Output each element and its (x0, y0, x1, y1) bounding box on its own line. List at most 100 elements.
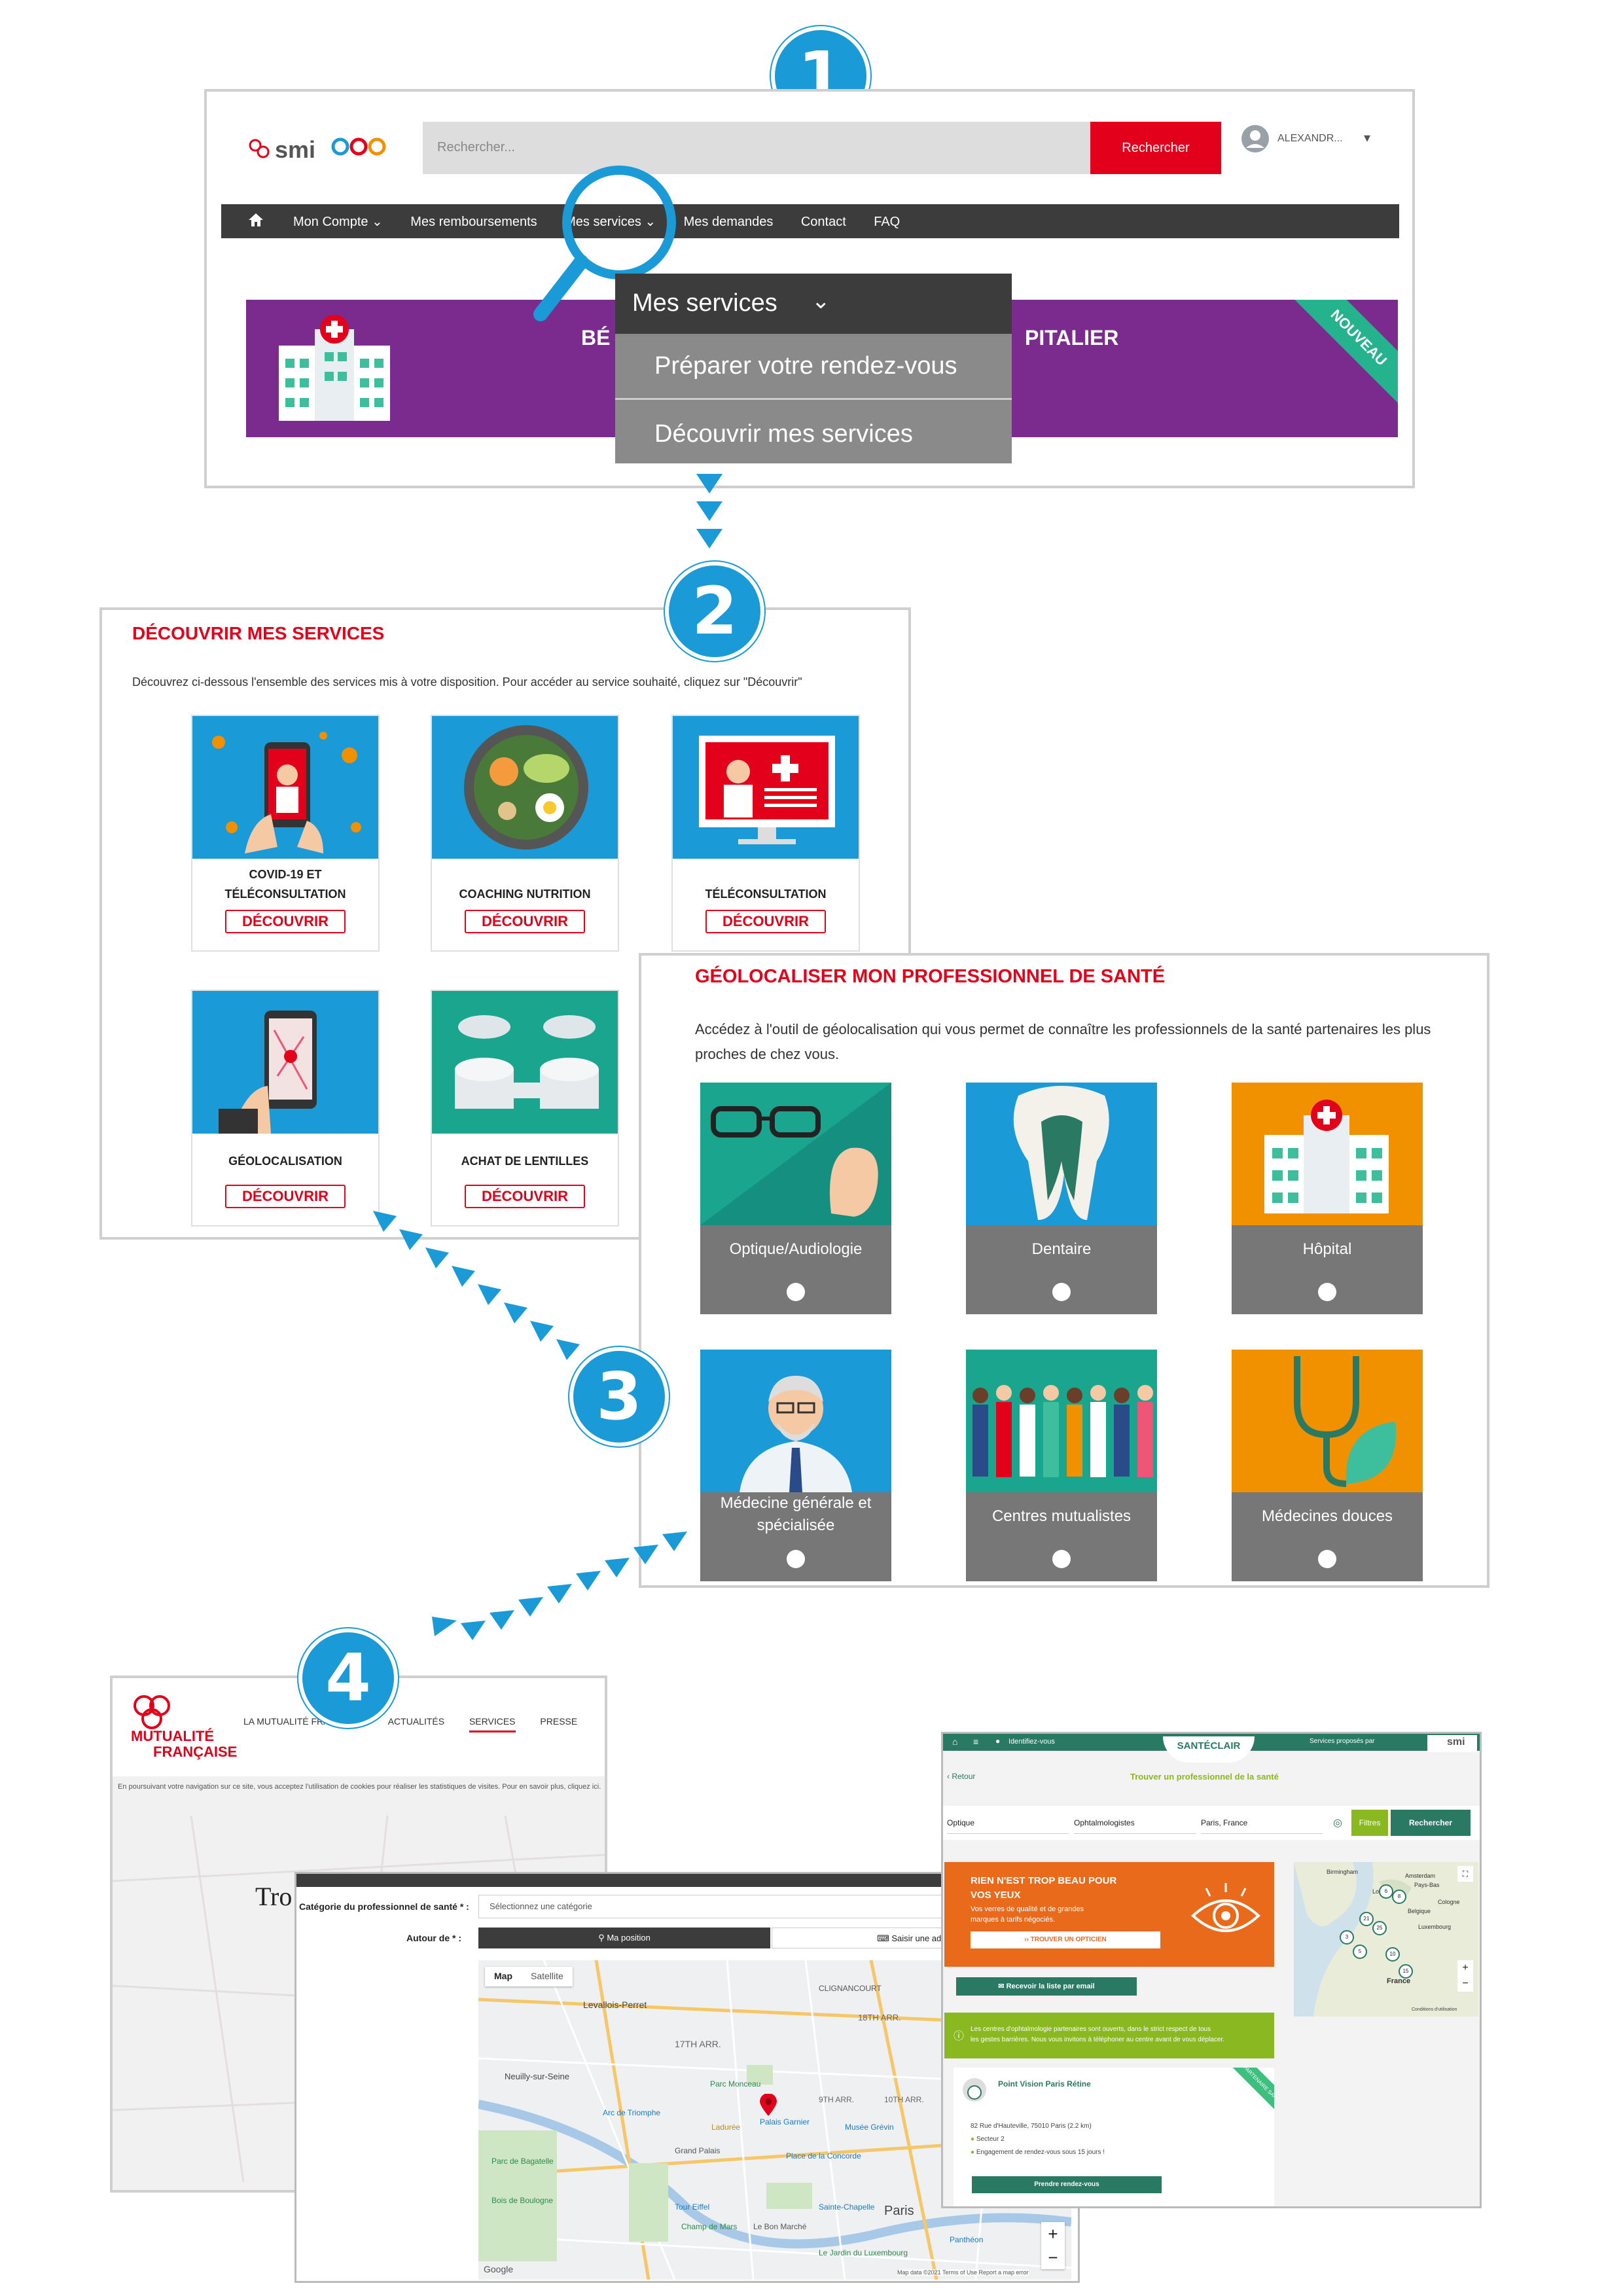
panel-step2-services: DÉCOUVRIR MES SERVICES Découvrez ci-dess… (99, 607, 911, 1240)
optique-image (700, 1083, 891, 1225)
decouvrir-button[interactable]: DÉCOUVRIR (465, 1185, 585, 1208)
decouvrir-button[interactable]: DÉCOUVRIR (465, 910, 585, 933)
map-cluster[interactable]: 10 (1385, 1947, 1400, 1962)
result-card[interactable]: Point Vision Paris Rétine PARTENAIRE SAN… (954, 2068, 1274, 2206)
tile-hopital[interactable]: Hôpital (1232, 1083, 1423, 1314)
result-name[interactable]: Point Vision Paris Rétine (998, 2079, 1091, 2089)
mutualite-logo-icon (134, 1695, 170, 1729)
monitor-doctor-icon (699, 736, 835, 844)
map-pin-icon[interactable] (760, 2094, 777, 2117)
map-label: Paris (884, 2204, 914, 2218)
map-type-toggle: Map Satellite (485, 1967, 573, 1986)
partner-circles-icon (331, 137, 386, 156)
map-cluster[interactable]: 6 (1379, 1884, 1393, 1899)
map-label: Le Jardin du Luxembourg (819, 2248, 908, 2257)
santeclair-logo[interactable]: SANTÉCLAIR (1163, 1736, 1255, 1763)
result-sector: ● Secteur 2 (971, 2136, 1005, 2143)
user-icon: ● (995, 1736, 1001, 1746)
mutualite-logo-text[interactable]: FRANÇAISE (153, 1744, 238, 1760)
zoom-out-button[interactable]: − (1048, 2248, 1058, 2267)
map-cluster[interactable]: 21 (1359, 1912, 1374, 1926)
tile-medecine[interactable]: Médecine générale et spécialisée (700, 1350, 891, 1581)
radio-dot[interactable] (787, 1550, 805, 1568)
dropdown-item-label: Préparer votre rendez-vous (654, 352, 957, 380)
doctor-icon (740, 1376, 852, 1492)
nav-contact[interactable]: Contact (800, 215, 846, 229)
tile-optique[interactable]: Optique/Audiologie (700, 1083, 891, 1314)
hopital-image (1232, 1083, 1423, 1225)
zoom-in-button[interactable]: + (1048, 2224, 1058, 2244)
satellite-tab[interactable]: Satellite (531, 1971, 563, 1981)
smi-logo[interactable]: smi (247, 131, 326, 170)
radio-dot[interactable] (1318, 1283, 1336, 1301)
email-list-button[interactable]: ✉ Recevoir la liste par email (956, 1977, 1137, 1996)
filters-button[interactable]: Filtres (1351, 1810, 1388, 1836)
login-link[interactable]: Identifiez-vous (1008, 1738, 1055, 1746)
decouvrir-button[interactable]: DÉCOUVRIR (225, 910, 346, 933)
radio-dot[interactable] (1318, 1550, 1336, 1568)
nav-presse[interactable]: PRESSE (540, 1716, 578, 1727)
decouvrir-button[interactable]: DÉCOUVRIR (705, 910, 826, 933)
promo-title: VOS YEUX (971, 1890, 1021, 1901)
section-title: DÉCOUVRIR MES SERVICES (132, 623, 385, 643)
dropdown-item-decouvrir[interactable]: Découvrir mes services (615, 402, 1012, 463)
zoom-out-button[interactable]: − (1462, 1978, 1469, 1989)
smi-logo[interactable]: smi (1427, 1735, 1477, 1752)
map-label: Champ de Mars (681, 2222, 738, 2231)
mutualite-logo-text[interactable]: MUTUALITÉ (131, 1728, 215, 1744)
nav-faq[interactable]: FAQ (874, 215, 901, 229)
radio-dot[interactable] (1052, 1283, 1071, 1301)
map-cluster[interactable]: 15 (1399, 1964, 1413, 1979)
field-optique[interactable]: Optique (947, 1812, 1069, 1834)
fullscreen-icon[interactable]: ⛶ (1457, 1866, 1473, 1882)
back-link[interactable]: ‹ Retour (947, 1772, 976, 1781)
map-cluster[interactable]: 25 (1372, 1921, 1387, 1935)
arrow-icon (373, 1211, 580, 1360)
nav-actualites[interactable]: ACTUALITÉS (387, 1716, 445, 1727)
field-location[interactable]: Paris, France (1201, 1812, 1323, 1834)
radio-dot[interactable] (787, 1283, 805, 1301)
menu-icon[interactable]: ≡ (973, 1736, 979, 1747)
nav-mon-compte[interactable]: Mon Compte ⌄ (293, 215, 383, 229)
zoom-in-button[interactable]: + (1462, 1962, 1469, 1973)
user-menu[interactable]: ALEXANDR... ▾ (1241, 124, 1385, 157)
map-label: Cologne (1438, 1899, 1460, 1905)
section-title: GÉOLOCALISER MON PROFESSIONNEL DE SANTÉ (695, 966, 1166, 987)
map-label: 18TH ARR. (858, 2013, 901, 2022)
map-label: Musée Grévin (845, 2123, 894, 2132)
book-appointment-button[interactable]: Prendre rendez-vous (972, 2176, 1162, 2193)
nav-mes-services[interactable]: Mes services ⌄ (565, 215, 656, 229)
locate-icon[interactable]: ◎ (1333, 1818, 1342, 1829)
nav-mes-demandes[interactable]: Mes demandes (683, 215, 774, 229)
card-title-line: TÉLÉCONSULTATION (224, 888, 346, 901)
dropdown-header[interactable]: Mes services ⌄ (615, 274, 848, 334)
arrow-icon (432, 1532, 687, 1640)
search-button[interactable]: Rechercher (1391, 1810, 1471, 1836)
field-ophtalmologistes[interactable]: Ophtalmologistes (1074, 1812, 1196, 1834)
radio-dot[interactable] (1052, 1550, 1071, 1568)
nav-mes-remboursements[interactable]: Mes remboursements (410, 215, 537, 229)
search-button[interactable]: Rechercher (1090, 122, 1221, 174)
map-cluster[interactable]: 5 (1353, 1945, 1367, 1959)
my-position-button[interactable]: ⚲ Ma position (478, 1928, 770, 1948)
europe-map[interactable]: Birmingham London Amsterdam Pays-Bas Col… (1294, 1862, 1478, 2017)
find-optician-button[interactable]: ›› TROUVER UN OPTICIEN (971, 1931, 1160, 1948)
home-icon[interactable]: ⌂ (952, 1736, 958, 1747)
map-cluster[interactable]: 3 (1340, 1930, 1354, 1945)
enter-address-button[interactable]: ⌨ Saisir une adre (772, 1928, 1079, 1948)
dropdown-item-preparer[interactable]: Préparer votre rendez-vous (615, 336, 1012, 395)
smi-logo-text: smi (275, 136, 316, 163)
tile-medecines-douces[interactable]: Médecines douces (1232, 1350, 1423, 1581)
nav-services[interactable]: SERVICES (469, 1716, 516, 1732)
map-tab[interactable]: Map (494, 1971, 512, 1981)
decouvrir-button[interactable]: DÉCOUVRIR (225, 1185, 346, 1208)
info-icon: ⓘ (954, 2031, 965, 2042)
tile-dentaire[interactable]: Dentaire (966, 1083, 1157, 1314)
map-label: Belgique (1408, 1908, 1431, 1914)
home-icon[interactable] (247, 212, 264, 231)
tile-centres-mutualistes[interactable]: Centres mutualistes (966, 1350, 1157, 1581)
panel-step3-geolocaliser: GÉOLOCALISER MON PROFESSIONNEL DE SANTÉ … (639, 953, 1489, 1588)
search-input[interactable]: Rechercher... (423, 122, 1090, 174)
dropdown-item-label: Découvrir mes services (654, 420, 913, 448)
map-cluster[interactable]: 8 (1392, 1890, 1406, 1904)
